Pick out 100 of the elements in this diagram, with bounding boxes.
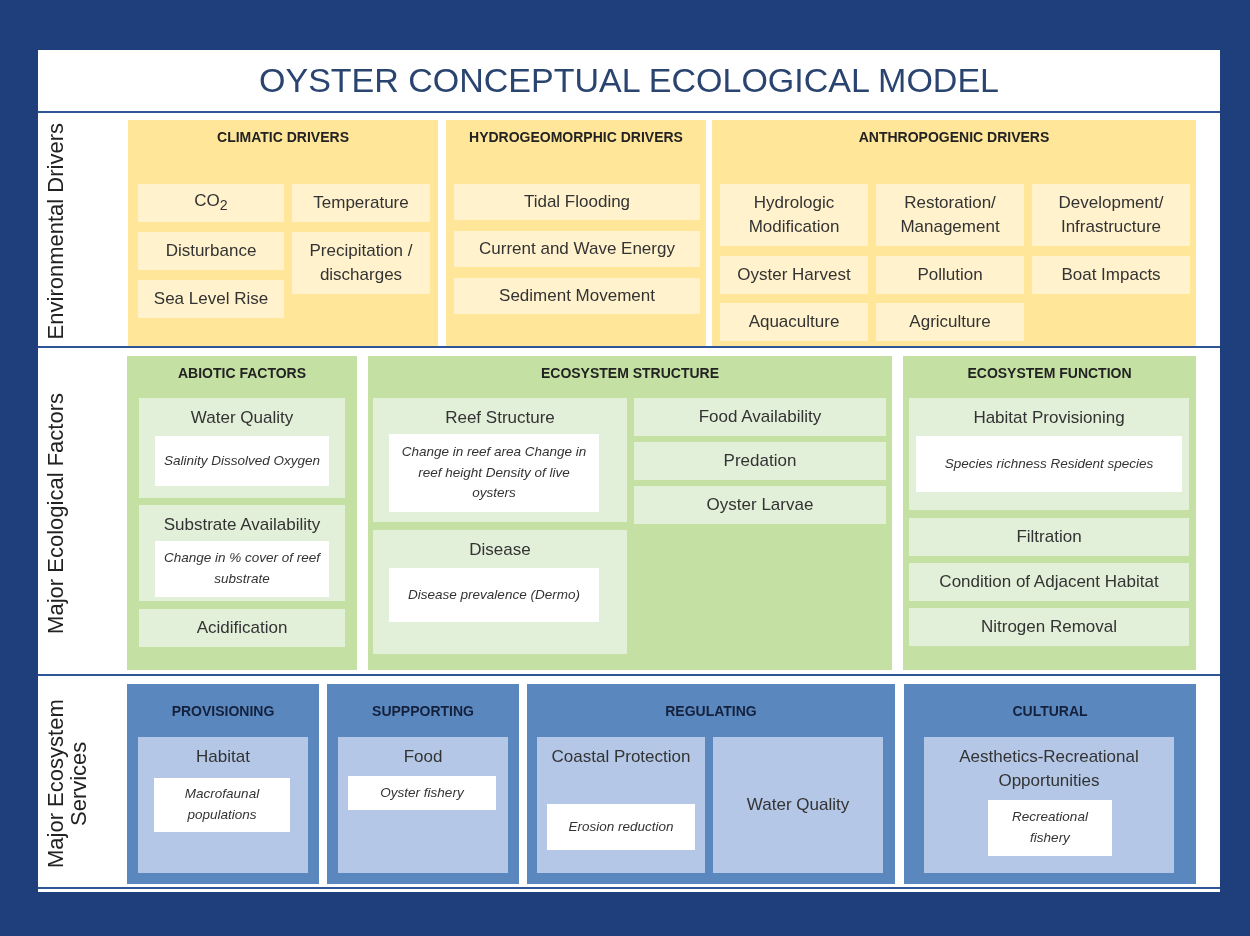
panel-heading: ABIOTIC FACTORS <box>177 364 307 383</box>
band-label: Major Ecosystem Services <box>44 698 93 871</box>
factor-label: Nitrogen Removal <box>980 616 1118 639</box>
factor-label: Disease <box>469 539 531 561</box>
factor-label: Sea Level Rise <box>153 288 269 311</box>
factor-label: Restoration/ Management <box>899 192 1001 238</box>
panel-heading: ECOSYSTEM FUNCTION <box>967 364 1132 383</box>
panel-heading: ANTHROPOGENIC DRIVERS <box>858 128 1050 147</box>
category-panel <box>904 684 1196 884</box>
category-panel <box>903 356 1196 670</box>
factor-box <box>876 256 1024 294</box>
factor-box <box>720 184 868 246</box>
factor-label: Disturbance <box>165 240 257 263</box>
factor-label: Pollution <box>917 264 983 287</box>
factor-box <box>138 737 308 873</box>
factor-label: Substrate Availability <box>163 514 321 536</box>
factor-label: Habitat <box>196 746 250 768</box>
factor-box <box>138 280 284 318</box>
factor-label: Boat Impacts <box>1061 264 1161 287</box>
factor-label: Development/ Infrastructure <box>1057 192 1165 238</box>
factor-box <box>139 609 345 647</box>
metric-text: Recreational fishery <box>1011 808 1090 847</box>
factor-label: CO$_{2}$ <box>194 190 228 216</box>
category-panel <box>527 684 895 884</box>
band-label: Environmental Drivers <box>44 122 69 340</box>
factor-box <box>454 278 700 314</box>
metric-text: Salinity Dissolved Oxygen <box>163 451 321 470</box>
factor-label: Reef Structure <box>445 407 555 429</box>
factor-box <box>338 737 508 873</box>
factor-box <box>454 231 700 267</box>
factor-box <box>634 486 886 524</box>
factor-box <box>909 563 1189 601</box>
category-panel <box>446 120 706 346</box>
factor-box <box>139 398 345 498</box>
panel-heading: CULTURAL <box>1012 702 1088 721</box>
metric-text: Species richness Resident species <box>944 454 1154 473</box>
factor-label: Hydrologic Modification <box>747 192 841 238</box>
factor-box <box>720 256 868 294</box>
factor-box <box>634 398 886 436</box>
panel-heading: CLIMATIC DRIVERS <box>217 128 349 147</box>
factor-box <box>924 737 1174 873</box>
factor-label: Condition of Adjacent Habitat <box>939 571 1159 594</box>
panel-heading: PROVISIONING <box>171 702 275 721</box>
metric-text: Change in reef area Change in reef height Density of live oysters <box>400 442 588 503</box>
factor-box <box>876 303 1024 341</box>
panel-heading: ECOSYSTEM STRUCTURE <box>540 364 720 383</box>
panel-heading: HYDROGEOMORPHIC DRIVERS <box>469 128 683 147</box>
category-panel <box>127 684 319 884</box>
factor-box <box>713 737 883 873</box>
metric-text: Macrofaunal populations <box>183 785 261 824</box>
factor-box <box>454 184 700 220</box>
category-panel <box>327 684 519 884</box>
metric-text: Disease prevalence (Dermo) <box>408 585 580 604</box>
panel-heading: SUPPPORTING <box>372 702 474 721</box>
metric-text: Oyster fishery <box>380 783 464 802</box>
factor-box <box>373 398 627 522</box>
factor-box <box>876 184 1024 246</box>
factor-label: Precipitation / discharges <box>308 240 414 286</box>
factor-label: Agriculture <box>909 311 991 334</box>
factor-label: Acidification <box>196 617 288 640</box>
metric-box <box>155 436 329 486</box>
metric-box <box>154 778 290 832</box>
factor-label: Oyster Larvae <box>706 494 814 517</box>
factor-label: Food Availability <box>698 406 822 429</box>
metric-box <box>348 776 496 810</box>
metric-text: Erosion reduction <box>568 817 674 836</box>
factor-label: Food <box>403 746 443 768</box>
factor-box <box>909 398 1189 510</box>
factor-box <box>138 232 284 270</box>
metric-box <box>916 436 1182 492</box>
metric-text: Change in % cover of reef substrate <box>162 549 322 588</box>
metric-box <box>155 541 329 597</box>
factor-label: Filtration <box>1016 526 1082 549</box>
diagram-title: OYSTER CONCEPTUAL ECOLOGICAL MODEL <box>38 50 1220 113</box>
factor-label: Temperature <box>313 192 409 215</box>
factor-label: Oyster Harvest <box>737 264 851 287</box>
factor-box <box>1032 256 1190 294</box>
factor-label: Predation <box>723 450 797 473</box>
category-panel <box>368 356 892 670</box>
panel-heading: REGULATING <box>665 702 757 721</box>
factor-label: Coastal Protection <box>551 746 691 768</box>
factor-box <box>909 518 1189 556</box>
factor-box <box>634 442 886 480</box>
metric-box <box>389 568 599 622</box>
factor-label: Sediment Movement <box>499 285 655 308</box>
factor-label: Habitat Provisioning <box>973 407 1125 429</box>
category-panel <box>712 120 1196 346</box>
factor-box <box>139 505 345 601</box>
factor-label: Tidal Flooding <box>523 191 631 214</box>
band-label: Major Ecological Factors <box>44 392 69 634</box>
factor-label: Current and Wave Energy <box>479 238 675 261</box>
band-panel <box>38 681 1220 889</box>
category-panel <box>127 356 357 670</box>
factor-box <box>909 608 1189 646</box>
factor-box <box>138 184 284 222</box>
factor-label: Water Quality <box>190 407 294 429</box>
factor-label: Water Quality <box>746 794 850 817</box>
factor-box <box>1032 184 1190 246</box>
factor-label: Aesthetics-Recreational Opportunities <box>958 746 1140 792</box>
category-panel <box>128 120 438 346</box>
